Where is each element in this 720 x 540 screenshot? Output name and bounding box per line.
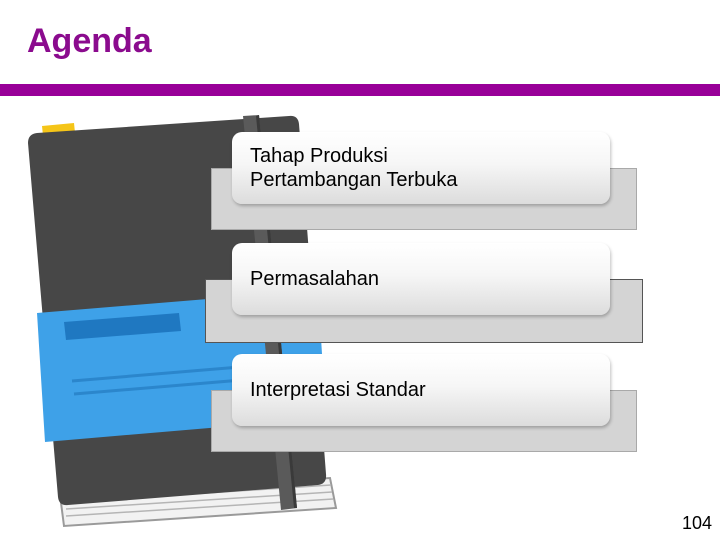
page-number: 104 (681, 513, 712, 533)
notebook-label-strip (64, 313, 181, 340)
agenda-item-3[interactable]: Interpretasi Standar (232, 354, 610, 426)
agenda-item-2[interactable]: Permasalahan (232, 243, 610, 315)
agenda-item-1-label: Tahap Produksi Pertambangan Terbuka (250, 145, 458, 191)
title-underline-bar (0, 84, 720, 96)
slide-title: Agenda (27, 22, 152, 60)
agenda-item-3-label: Interpretasi Standar (250, 379, 426, 401)
agenda-item-1[interactable]: Tahap Produksi Pertambangan Terbuka (232, 132, 610, 204)
agenda-item-2-label: Permasalahan (250, 268, 379, 290)
